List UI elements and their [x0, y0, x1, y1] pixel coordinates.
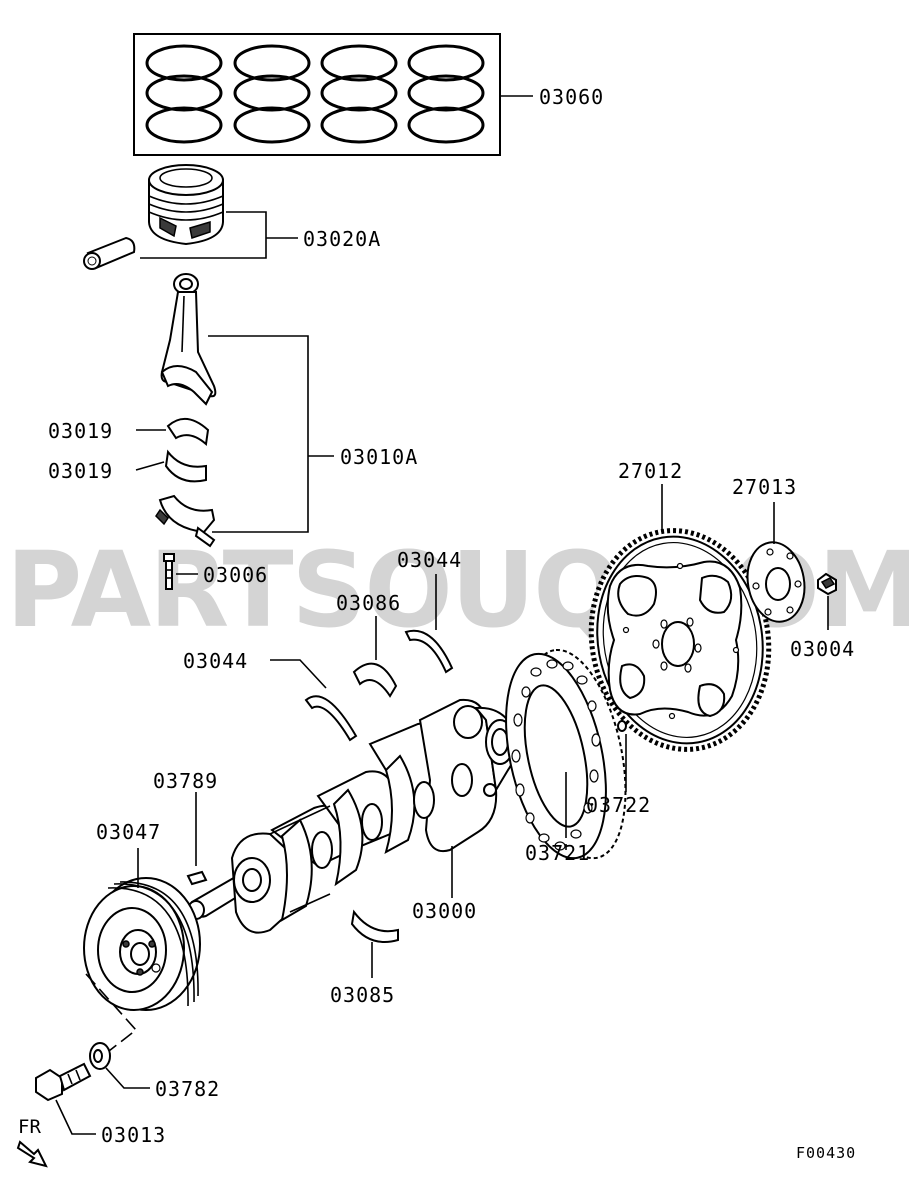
piston[interactable]	[148, 164, 224, 246]
leader-03044-b	[270, 659, 327, 689]
pulley-bolt[interactable]	[35, 1062, 92, 1102]
label-27012[interactable]: 27012	[618, 459, 683, 483]
drive-plate-bolt[interactable]	[817, 572, 837, 596]
label-03020A[interactable]: 03020A	[303, 227, 381, 251]
label-27013[interactable]: 27013	[732, 475, 797, 499]
leader-03020A-bracket	[140, 211, 267, 259]
label-03721[interactable]: 03721	[525, 841, 590, 865]
front-arrow-icon	[16, 1140, 48, 1168]
sensing-plate[interactable]	[489, 645, 627, 868]
label-03789[interactable]: 03789	[153, 769, 218, 793]
label-03019-b[interactable]: 03019	[48, 459, 113, 483]
dowel-pin[interactable]	[617, 720, 627, 732]
label-03722[interactable]: 03722	[586, 793, 651, 817]
label-03010A[interactable]: 03010A	[340, 445, 418, 469]
drive-plate[interactable]	[574, 516, 786, 763]
label-03782[interactable]: 03782	[155, 1077, 220, 1101]
label-03044-b[interactable]: 03044	[183, 649, 248, 673]
leader-03019-b	[135, 461, 165, 471]
label-03006[interactable]: 03006	[203, 563, 268, 587]
leader-03782	[105, 1067, 150, 1089]
leader-03010A-bracket	[208, 335, 309, 533]
direction-label: FR	[18, 1116, 41, 1138]
piston-pin[interactable]	[83, 236, 136, 270]
key[interactable]	[186, 870, 208, 886]
assembly-dash-line	[85, 973, 138, 1059]
leader-03013	[55, 1099, 96, 1135]
label-03019-a[interactable]: 03019	[48, 419, 113, 443]
thrust-washer-lower[interactable]	[304, 695, 358, 742]
label-03047[interactable]: 03047	[96, 820, 161, 844]
label-03060[interactable]: 03060	[539, 85, 604, 109]
rod-cap[interactable]	[155, 494, 216, 548]
figure-code: F00430	[796, 1144, 856, 1162]
connecting-rod[interactable]	[160, 273, 217, 406]
rod-bearing-upper[interactable]	[166, 418, 210, 446]
thrust-washer-upper[interactable]	[404, 629, 454, 674]
label-03085[interactable]: 03085	[330, 983, 395, 1007]
pulley-washer[interactable]	[89, 1042, 111, 1070]
label-03004[interactable]: 03004	[790, 637, 855, 661]
main-bearing-lower[interactable]	[350, 909, 399, 943]
piston-ring-set[interactable]	[133, 33, 501, 156]
label-03013[interactable]: 03013	[101, 1123, 166, 1147]
label-03086[interactable]: 03086	[336, 591, 401, 615]
rod-bolt[interactable]	[163, 553, 175, 590]
rod-bearing-lower[interactable]	[164, 449, 207, 483]
label-03044-a[interactable]: 03044	[397, 548, 462, 572]
label-03000[interactable]: 03000	[412, 899, 477, 923]
main-bearing-upper[interactable]	[352, 662, 398, 698]
adapter-plate[interactable]	[741, 538, 810, 627]
